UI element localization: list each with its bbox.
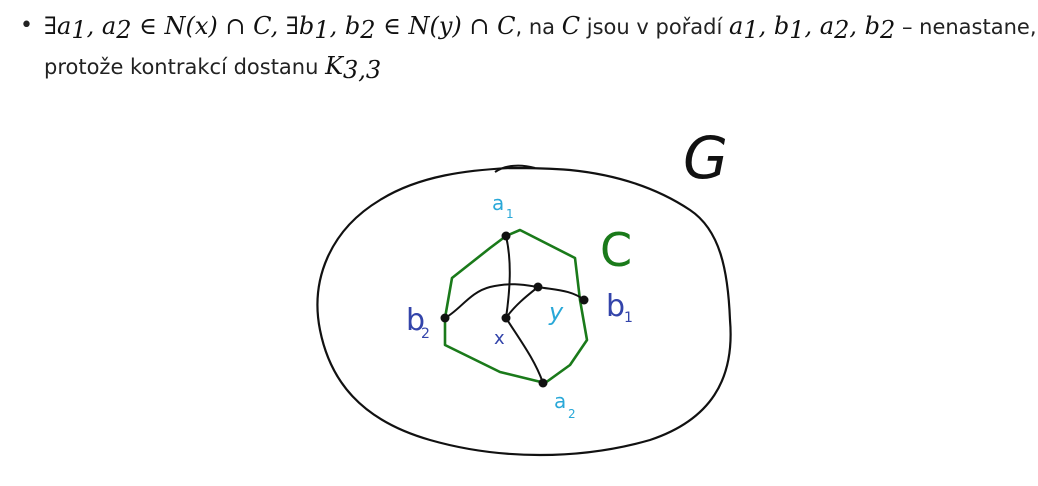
graph-outline-bump <box>494 164 536 173</box>
vertex-x <box>501 313 511 323</box>
vertex-y <box>533 282 543 292</box>
plain-text: , na <box>515 15 562 39</box>
label-cycle-c: C <box>600 223 632 277</box>
graph-outline <box>316 166 732 457</box>
math-exists-a: ∃a <box>44 12 72 40</box>
math-seq: , b <box>758 12 790 40</box>
edge-x-y <box>505 286 539 319</box>
math-seq: , b <box>849 12 881 40</box>
label-b1-sub: 1 <box>624 310 633 326</box>
math-text: ∈ N(y) ∩ C <box>375 12 516 40</box>
label-b2-sub: 2 <box>421 326 430 342</box>
label-b1: b <box>606 289 625 324</box>
plain-text: – nenastane, <box>895 15 1037 39</box>
math-seq: , a <box>804 12 835 40</box>
math-k: K <box>325 52 344 80</box>
math-sub: 2 <box>116 16 132 44</box>
bullet-line-2: protože kontrakcí dostanu K3,3 <box>44 48 381 85</box>
math-sub: 2 <box>834 16 850 44</box>
math-seq: a <box>729 12 744 40</box>
bullet-dot: • <box>20 13 33 38</box>
label-a1-sub: 1 <box>506 207 514 221</box>
math-sub: 1 <box>314 16 330 44</box>
label-a1: a <box>492 191 504 215</box>
math-sub: 1 <box>789 16 805 44</box>
label-a2: a <box>554 389 566 413</box>
label-graph-g: G <box>683 124 728 192</box>
math-text: ∈ N(x) ∩ C, ∃b <box>131 12 315 40</box>
math-text: , a <box>86 12 117 40</box>
math-c: C <box>561 12 581 40</box>
label-a2-sub: 2 <box>568 407 576 421</box>
math-sub: 2 <box>880 16 896 44</box>
edge-b2-y <box>444 283 539 319</box>
math-sub: 1 <box>743 16 759 44</box>
math-sub: 3,3 <box>343 56 382 84</box>
plain-text: protože kontrakcí dostanu <box>44 55 326 79</box>
math-text: , b <box>329 12 361 40</box>
label-y: y <box>548 298 564 326</box>
edge-x-a2 <box>505 317 544 384</box>
edge-a1-x <box>505 235 511 319</box>
vertex-b2 <box>440 313 450 323</box>
math-sub: 1 <box>71 16 87 44</box>
bullet-line-1: ∃a1, a2 ∈ N(x) ∩ C, ∃b1, b2 ∈ N(y) ∩ C, … <box>44 8 1037 45</box>
label-x: x <box>494 328 505 349</box>
label-b2: b <box>406 303 425 338</box>
math-sub: 2 <box>360 16 376 44</box>
vertex-b1 <box>579 295 589 305</box>
vertex-a1 <box>501 231 511 241</box>
vertex-a2 <box>538 378 548 388</box>
plain-text: jsou v pořadí <box>580 15 730 39</box>
